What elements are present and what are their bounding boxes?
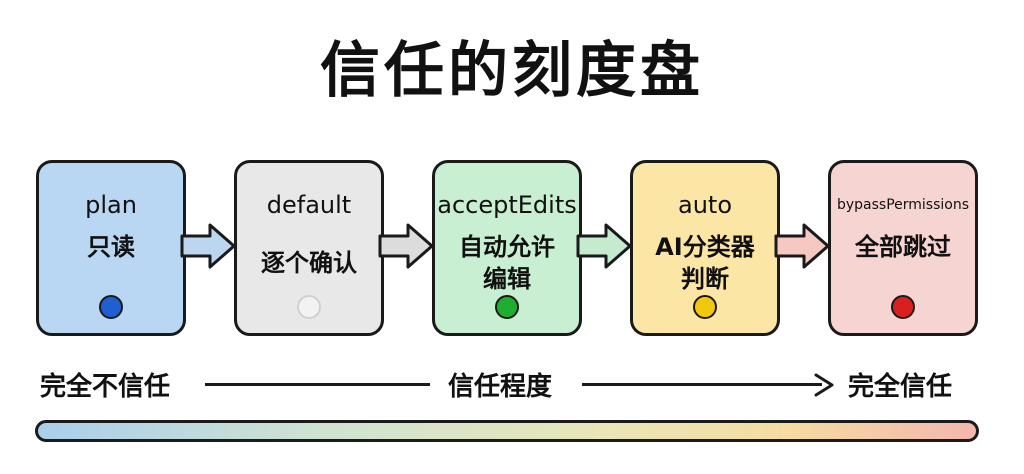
diagram-title: 信任的刻度盘 (320, 36, 704, 106)
scale-arrowhead-icon (814, 373, 834, 397)
mode-description-line: 自动允许 (459, 233, 555, 261)
mode-description: 全部跳过 (831, 231, 975, 263)
mode-name: bypassPermissions (836, 197, 970, 213)
mode-description-line: 只读 (87, 233, 135, 261)
mode-card-default: default 逐个确认 (234, 160, 384, 336)
mode-name: default (266, 191, 352, 219)
mode-card-bypass-permissions: bypassPermissions 全部跳过 (828, 160, 978, 336)
status-dot-yellow (693, 295, 717, 319)
mode-description: 只读 (39, 231, 183, 263)
mode-description: AI分类器 判断 (633, 231, 777, 295)
mode-description-line: 逐个确认 (261, 249, 357, 277)
right-arrow-icon (180, 223, 236, 269)
right-arrow-icon (774, 223, 830, 269)
status-dot-green (495, 295, 519, 319)
mode-name: auto (677, 191, 732, 219)
scale-line-left (205, 383, 430, 386)
mode-description-line: AI分类器 (655, 233, 755, 261)
mode-description: 逐个确认 (237, 247, 381, 279)
trust-gradient-bar (35, 420, 979, 442)
right-arrow-icon (576, 223, 632, 269)
scale-right-label: 完全信任 (848, 372, 953, 402)
mode-description: 自动允许 编辑 (435, 231, 579, 295)
scale-line-right (582, 383, 822, 386)
scale-middle-label: 信任程度 (448, 372, 553, 402)
status-dot-white (297, 295, 321, 319)
mode-description-line: 编辑 (483, 265, 531, 293)
mode-card-accept-edits: acceptEdits 自动允许 编辑 (432, 160, 582, 336)
status-dot-blue (99, 295, 123, 319)
right-arrow-icon (378, 223, 434, 269)
mode-name: plan (85, 191, 137, 219)
mode-description-line: 判断 (681, 265, 729, 293)
status-dot-red (891, 295, 915, 319)
mode-description-line: 全部跳过 (855, 233, 951, 261)
mode-card-auto: auto AI分类器 判断 (630, 160, 780, 336)
scale-left-label: 完全不信任 (40, 372, 171, 402)
mode-card-plan: plan 只读 (36, 160, 186, 336)
mode-name: acceptEdits (437, 191, 577, 219)
